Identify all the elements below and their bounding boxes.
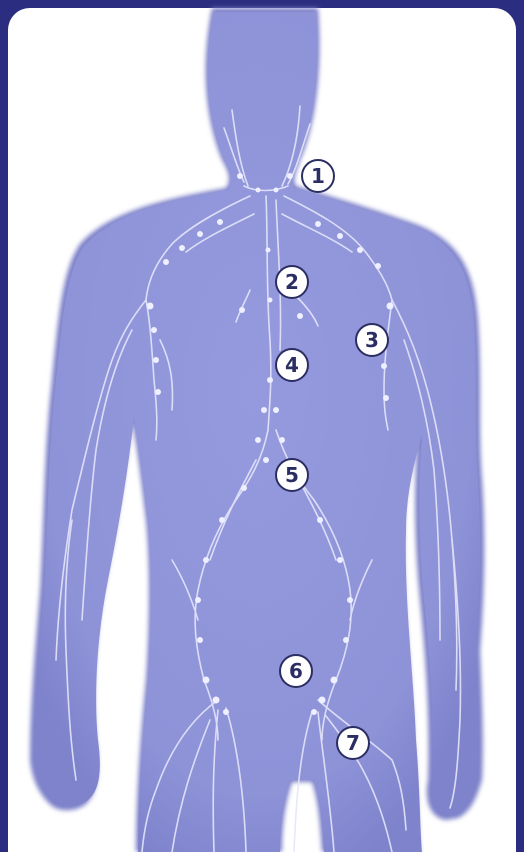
- marker-1-label: 1: [311, 164, 325, 188]
- marker-5-label: 5: [285, 463, 299, 487]
- marker-3: 3: [356, 324, 388, 356]
- marker-6: 6: [280, 655, 312, 687]
- marker-7: 7: [337, 727, 369, 759]
- marker-1: 1: [302, 160, 334, 192]
- marker-7-label: 7: [346, 731, 360, 755]
- marker-6-label: 6: [289, 659, 303, 683]
- marker-4: 4: [276, 349, 308, 381]
- body-silhouette: [30, 8, 484, 852]
- marker-4-label: 4: [285, 353, 299, 377]
- marker-5: 5: [276, 459, 308, 491]
- marker-2-label: 2: [285, 270, 299, 294]
- marker-3-label: 3: [365, 328, 379, 352]
- marker-2: 2: [276, 266, 308, 298]
